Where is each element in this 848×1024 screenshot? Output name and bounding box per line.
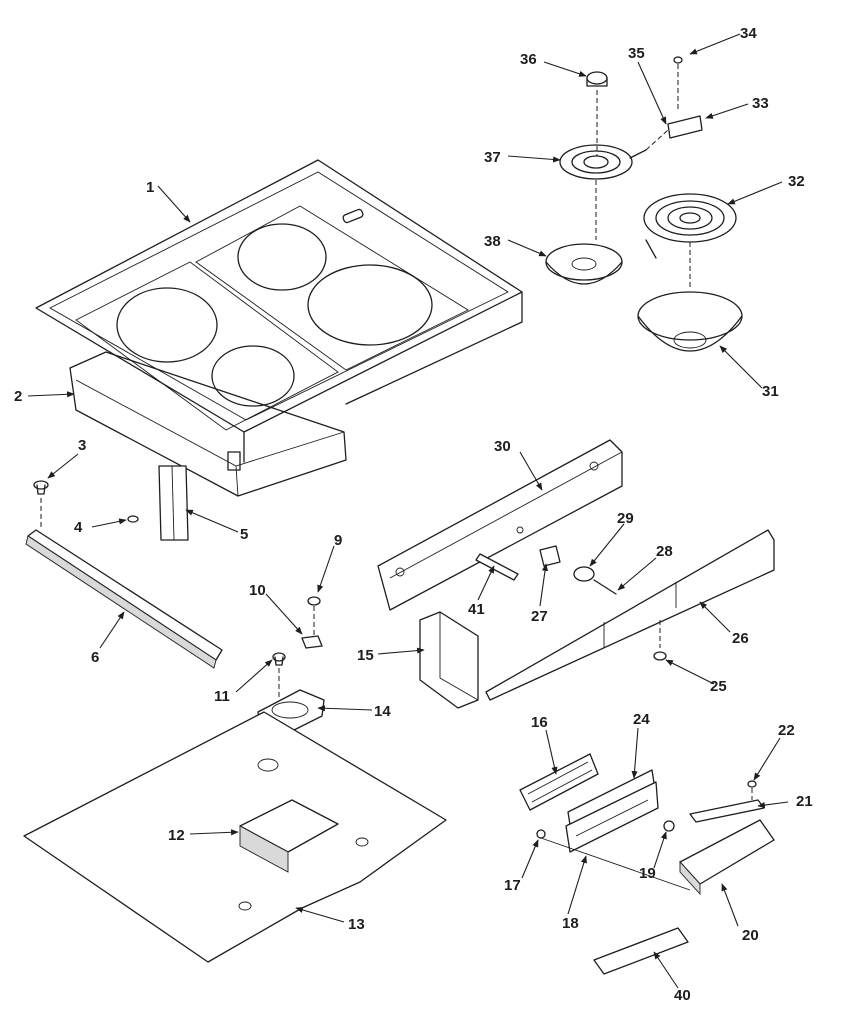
callout-37: 37: [484, 149, 501, 166]
bracket-18: [565, 781, 659, 853]
callout-22: 22: [778, 722, 795, 739]
callout-26: 26: [732, 630, 749, 647]
screw-11: [272, 652, 286, 666]
callout-4: 4: [74, 519, 83, 536]
side-bracket-15: [419, 611, 479, 709]
bracket-5: [158, 465, 189, 541]
callout-13: 13: [348, 916, 365, 933]
callout-17: 17: [504, 877, 521, 894]
callout-32: 32: [788, 173, 805, 190]
trim-strip-6: [25, 529, 223, 669]
callout-9: 9: [334, 532, 342, 549]
switch-29: [573, 566, 595, 582]
callout-10: 10: [249, 582, 266, 599]
callout-29: 29: [617, 510, 634, 527]
cap-36: [586, 71, 608, 87]
callout-5: 5: [240, 526, 248, 543]
drip-pan-large-31: [637, 291, 743, 352]
switch-16: [519, 753, 599, 811]
callout-3: 3: [78, 437, 86, 454]
cooktop-main-top: [35, 159, 523, 463]
trim-20: [679, 819, 775, 896]
callout-28: 28: [656, 543, 673, 560]
callout-24: 24: [633, 711, 650, 728]
control-rail-30: [377, 439, 623, 611]
heat-shield-12: [239, 799, 339, 873]
terminal-block-33: [667, 115, 703, 139]
screw-4: [127, 515, 139, 523]
callout-38: 38: [484, 233, 501, 250]
callout-21: 21: [796, 793, 813, 810]
callout-19: 19: [639, 865, 656, 882]
callout-33: 33: [752, 95, 769, 112]
screw-25: [653, 651, 667, 661]
clip-27: [539, 545, 561, 567]
callout-18: 18: [562, 915, 579, 932]
strip-21: [689, 799, 765, 823]
leader-lines: [27, 33, 789, 989]
surface-element-large-32: [643, 193, 737, 259]
callout-30: 30: [494, 438, 511, 455]
surface-element-small-37: [559, 144, 647, 180]
callout-25: 25: [710, 678, 727, 695]
callout-12: 12: [168, 827, 185, 844]
callout-41: 41: [468, 601, 485, 618]
callout-11: 11: [214, 688, 230, 705]
screw-22: [747, 780, 757, 788]
callout-36: 36: [520, 51, 537, 68]
pin-41: [475, 553, 519, 581]
front-rail-26: [485, 529, 775, 701]
callout-35: 35: [628, 45, 645, 62]
screw-19: [663, 820, 675, 832]
callout-labels: 1 2 3 4 5 6 9 10 11 12 13 14 15 16 17 18…: [14, 25, 813, 1004]
screw-34: [673, 56, 683, 64]
screw-28: [593, 579, 617, 595]
callout-16: 16: [531, 714, 548, 731]
callout-20: 20: [742, 927, 759, 944]
callout-6: 6: [91, 649, 99, 666]
callout-34: 34: [740, 25, 757, 42]
shield-40: [593, 927, 689, 975]
callout-14: 14: [374, 703, 391, 720]
clip-10: [301, 635, 323, 649]
bottom-panel-13: [23, 711, 447, 963]
callout-31: 31: [762, 383, 779, 400]
screw-9: [307, 596, 321, 606]
callout-2: 2: [14, 388, 22, 405]
callout-1: 1: [146, 179, 154, 196]
drip-pan-small-38: [545, 243, 623, 285]
screw-17: [536, 829, 546, 839]
burner-box: [69, 351, 347, 497]
callout-15: 15: [357, 647, 374, 664]
callout-40: 40: [674, 987, 691, 1004]
screw-3: [33, 480, 49, 495]
callout-27: 27: [531, 608, 548, 625]
